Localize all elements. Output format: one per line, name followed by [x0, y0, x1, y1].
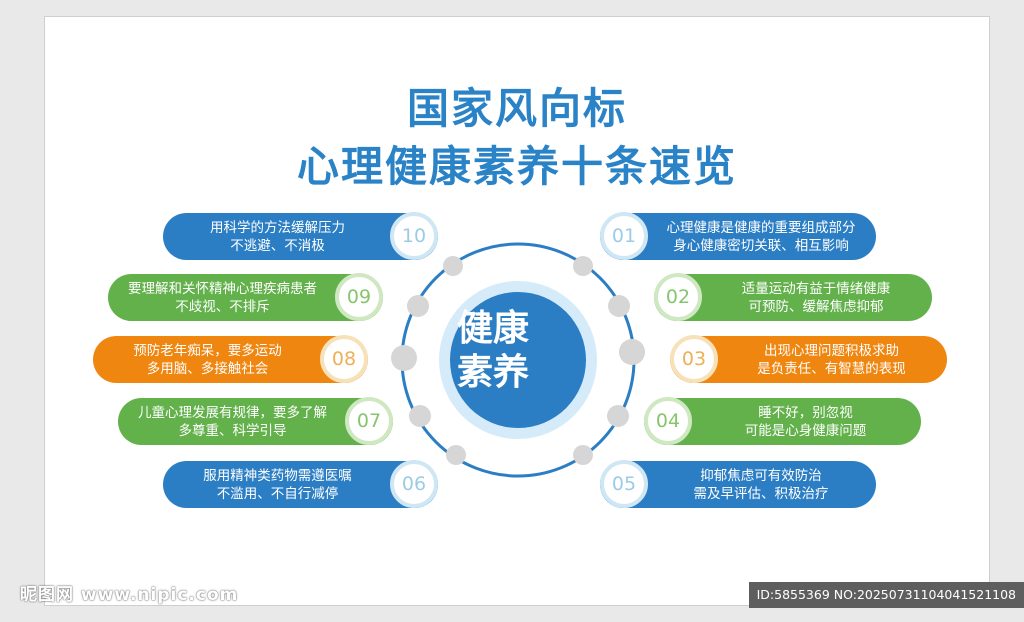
item-04-number: 04 — [644, 397, 692, 445]
item-08-line-1: 预防老年痴呆，要多运动 — [133, 342, 282, 359]
ring-dot — [573, 445, 593, 465]
item-10-line-1: 用科学的方法缓解压力 — [210, 219, 345, 236]
item-02-number: 02 — [654, 273, 702, 321]
item-05-line-2: 需及早评估、积极治疗 — [693, 485, 829, 502]
item-10-number: 10 — [390, 212, 438, 260]
item-07-number: 07 — [345, 397, 393, 445]
item-07-line-2: 多尊重、科学引导 — [178, 422, 287, 439]
item-05-line-1: 抑郁焦虑可有效防治 — [700, 467, 822, 484]
ring-dot — [607, 405, 629, 427]
item-03-line-2: 是负责任、有智慧的表现 — [757, 360, 906, 377]
item-06-number: 06 — [390, 460, 438, 508]
item-08-line-2: 多用脑、多接触社会 — [146, 360, 269, 377]
center-label-line-2: 素养 — [456, 351, 529, 393]
center-label-line-1: 健康 — [456, 307, 529, 349]
item-07-line-1: 儿童心理发展有规律，要多了解 — [138, 404, 327, 421]
item-10-line-2: 不逃避、不消极 — [230, 237, 325, 254]
ring-dot — [407, 295, 429, 317]
item-01-number: 01 — [600, 212, 648, 260]
item-09-number: 09 — [335, 273, 383, 321]
watermark-id: ID:5855369 NO:20250731104041521108 — [748, 582, 1024, 608]
item-04-line-1: 睡不好，别忽视 — [758, 404, 853, 421]
item-02-line-1: 适量运动有益于情绪健康 — [741, 280, 891, 297]
ring-dot — [619, 339, 645, 365]
title-line-2: 心理健康素养十条速览 — [296, 142, 737, 191]
title-line-1: 国家风向标 — [406, 84, 627, 133]
item-06-line-2: 不滥用、不自行减停 — [216, 485, 339, 502]
item-09-line-1: 要理解和关怀精神心理疾病患者 — [128, 280, 317, 297]
item-06-line-1: 服用精神类药物需遵医嘱 — [203, 467, 352, 484]
item-03-number: 03 — [670, 335, 718, 383]
ring-dot — [608, 295, 630, 317]
item-02-line-2: 可预防、缓解焦虑抑郁 — [748, 298, 884, 315]
item-09-line-2: 不歧视、不排斥 — [175, 298, 270, 315]
ring-dot — [409, 405, 431, 427]
item-03-line-1: 出现心理问题积极求助 — [764, 342, 899, 359]
item-04-line-2: 可能是心身健康问题 — [744, 422, 867, 439]
item-05-number: 05 — [600, 460, 648, 508]
item-10-pill: 用科学的方法缓解压力 不逃避、不消极 — [163, 213, 438, 260]
center-circle — [450, 292, 586, 428]
item-01-line-1: 心理健康是健康的重要组成部分 — [666, 219, 856, 236]
ring-dot — [443, 256, 463, 276]
watermark-site: 昵图网 www.nipic.com — [20, 585, 239, 605]
item-01-line-2: 身心健康密切关联、相互影响 — [673, 237, 849, 254]
ring-dot — [446, 445, 466, 465]
ring-dot — [391, 345, 417, 371]
item-08-number: 08 — [320, 335, 368, 383]
ring-dot — [573, 256, 593, 276]
item-06-pill: 服用精神类药物需遵医嘱 不滥用、不自行减停 — [163, 461, 438, 508]
center-label: 健康 素养 — [433, 306, 553, 394]
